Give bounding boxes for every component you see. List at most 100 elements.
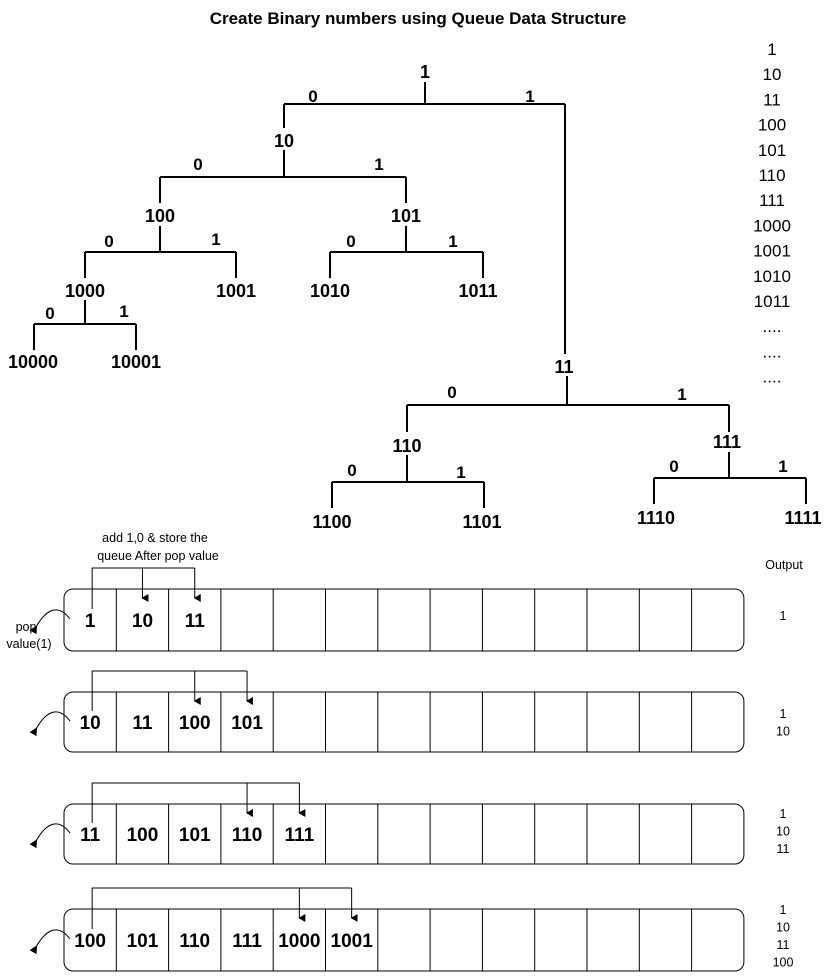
push-bracket (91, 887, 352, 929)
edge-label: 0 (669, 457, 678, 476)
edge-label: 0 (447, 383, 456, 402)
queue-cell-value: 11 (132, 713, 153, 734)
queue-cell-value: 1000 (278, 931, 320, 952)
tree-node: 1011 (458, 281, 497, 301)
binary-sequence-list: 110111001011101111000100110101011.......… (753, 40, 791, 387)
queue-cell-value: 101 (179, 825, 211, 846)
edge-label: 1 (525, 87, 534, 106)
tree-node: 1100 (312, 512, 351, 532)
sequence-item: 111 (759, 191, 785, 210)
output-value: 11 (777, 938, 790, 952)
queue-cell-value: 111 (285, 825, 315, 846)
sequence-item: 101 (758, 141, 786, 160)
sequence-item: 1011 (754, 292, 791, 311)
output-value: 1 (780, 707, 787, 721)
queue-container (63, 908, 745, 972)
queue-cell-value: 100 (127, 825, 159, 846)
sequence-item: .... (763, 317, 782, 336)
output-value: 10 (776, 725, 790, 739)
push-bracket (91, 670, 248, 711)
tree-node: 111 (713, 432, 741, 452)
tree-node: 10 (274, 131, 294, 151)
pop-arrow (29, 823, 71, 849)
edge-label: 1 (456, 463, 465, 482)
output-value: 10 (776, 921, 790, 935)
tree-nodes: 1 10 11 100 101 110 111 1000 1001 1010 1… (8, 62, 822, 532)
tree-node: 1101 (462, 512, 501, 532)
pop-arrow (29, 711, 71, 737)
queue-container (63, 803, 745, 865)
tree-node: 1000 (65, 281, 105, 301)
tree-node: 110 (392, 436, 421, 456)
output-value: 11 (777, 842, 790, 856)
queue-cell-value: 11 (80, 825, 101, 846)
output-value: 100 (773, 956, 794, 970)
tree-node: 1 (420, 62, 430, 82)
queue-cell-value: 10 (80, 713, 101, 734)
sequence-item: 110 (758, 166, 785, 185)
queue-note-line-1: add 1,0 & store the (102, 531, 208, 545)
queue-cell-value: 111 (232, 931, 262, 952)
output-header: Output (765, 558, 803, 572)
edge-label: 1 (374, 155, 383, 174)
queue-note-line-2: queue After pop value (97, 549, 219, 563)
queue-cell-value: 101 (127, 931, 159, 952)
edge-label: 0 (104, 232, 113, 251)
sequence-item: 1010 (753, 267, 791, 286)
sequence-item: 100 (758, 116, 786, 135)
queue-cell-value: 100 (74, 931, 106, 952)
queue-cell-value: 110 (179, 931, 210, 952)
tree-node: 1010 (310, 281, 350, 301)
queue-cell-value: 101 (231, 713, 263, 734)
pop-label-line-1: pop (16, 620, 37, 634)
tree-node: 1110 (637, 508, 675, 528)
tree-edge-labels: 0 1 0 1 0 1 0 1 0 1 0 1 0 1 0 1 (45, 87, 787, 482)
sequence-item: 1001 (753, 242, 791, 261)
queue-cell-value: 1 (85, 611, 96, 632)
sequence-item: .... (763, 368, 782, 387)
queue-container (63, 588, 745, 652)
output-value: 1 (780, 807, 787, 821)
pop-arrow (29, 929, 71, 955)
edge-label: 0 (308, 87, 317, 106)
sequence-item: .... (763, 342, 782, 361)
queue-cell-value: 110 (232, 825, 263, 846)
tree-node: 100 (145, 206, 175, 226)
edge-label: 1 (778, 457, 787, 476)
edge-label: 0 (346, 232, 355, 251)
edge-label: 0 (347, 461, 356, 480)
push-bracket (91, 782, 300, 823)
edge-label: 0 (45, 304, 54, 323)
tree-node: 1001 (216, 281, 256, 301)
edge-label: 1 (448, 232, 457, 251)
queue-cell-value: 10 (132, 611, 153, 632)
sequence-item: 1 (767, 40, 776, 59)
edge-label: 1 (677, 385, 686, 404)
tree-node: 1111 (784, 508, 821, 528)
tree-node: 10000 (8, 352, 58, 372)
tree-node: 10001 (111, 352, 161, 372)
pop-arrow (29, 609, 71, 635)
push-bracket (91, 567, 195, 609)
diagram-title: Create Binary numbers using Queue Data S… (210, 9, 627, 28)
queue-cell-value: 100 (179, 713, 211, 734)
output-value: 10 (776, 825, 790, 839)
edge-label: 0 (193, 155, 202, 174)
edge-label: 1 (119, 302, 128, 321)
queue-cell-value: 1001 (331, 931, 374, 952)
tree-edges (33, 82, 807, 508)
sequence-item: 11 (763, 90, 781, 109)
tree-node: 101 (391, 206, 421, 226)
queue-container (63, 691, 745, 753)
output-value: 1 (780, 903, 787, 917)
edge-label: 1 (211, 230, 220, 249)
output-value: 1 (780, 609, 787, 623)
sequence-item: 1000 (753, 216, 791, 235)
queue-cell-value: 11 (185, 611, 206, 632)
pop-label-line-2: value(1) (6, 637, 51, 651)
